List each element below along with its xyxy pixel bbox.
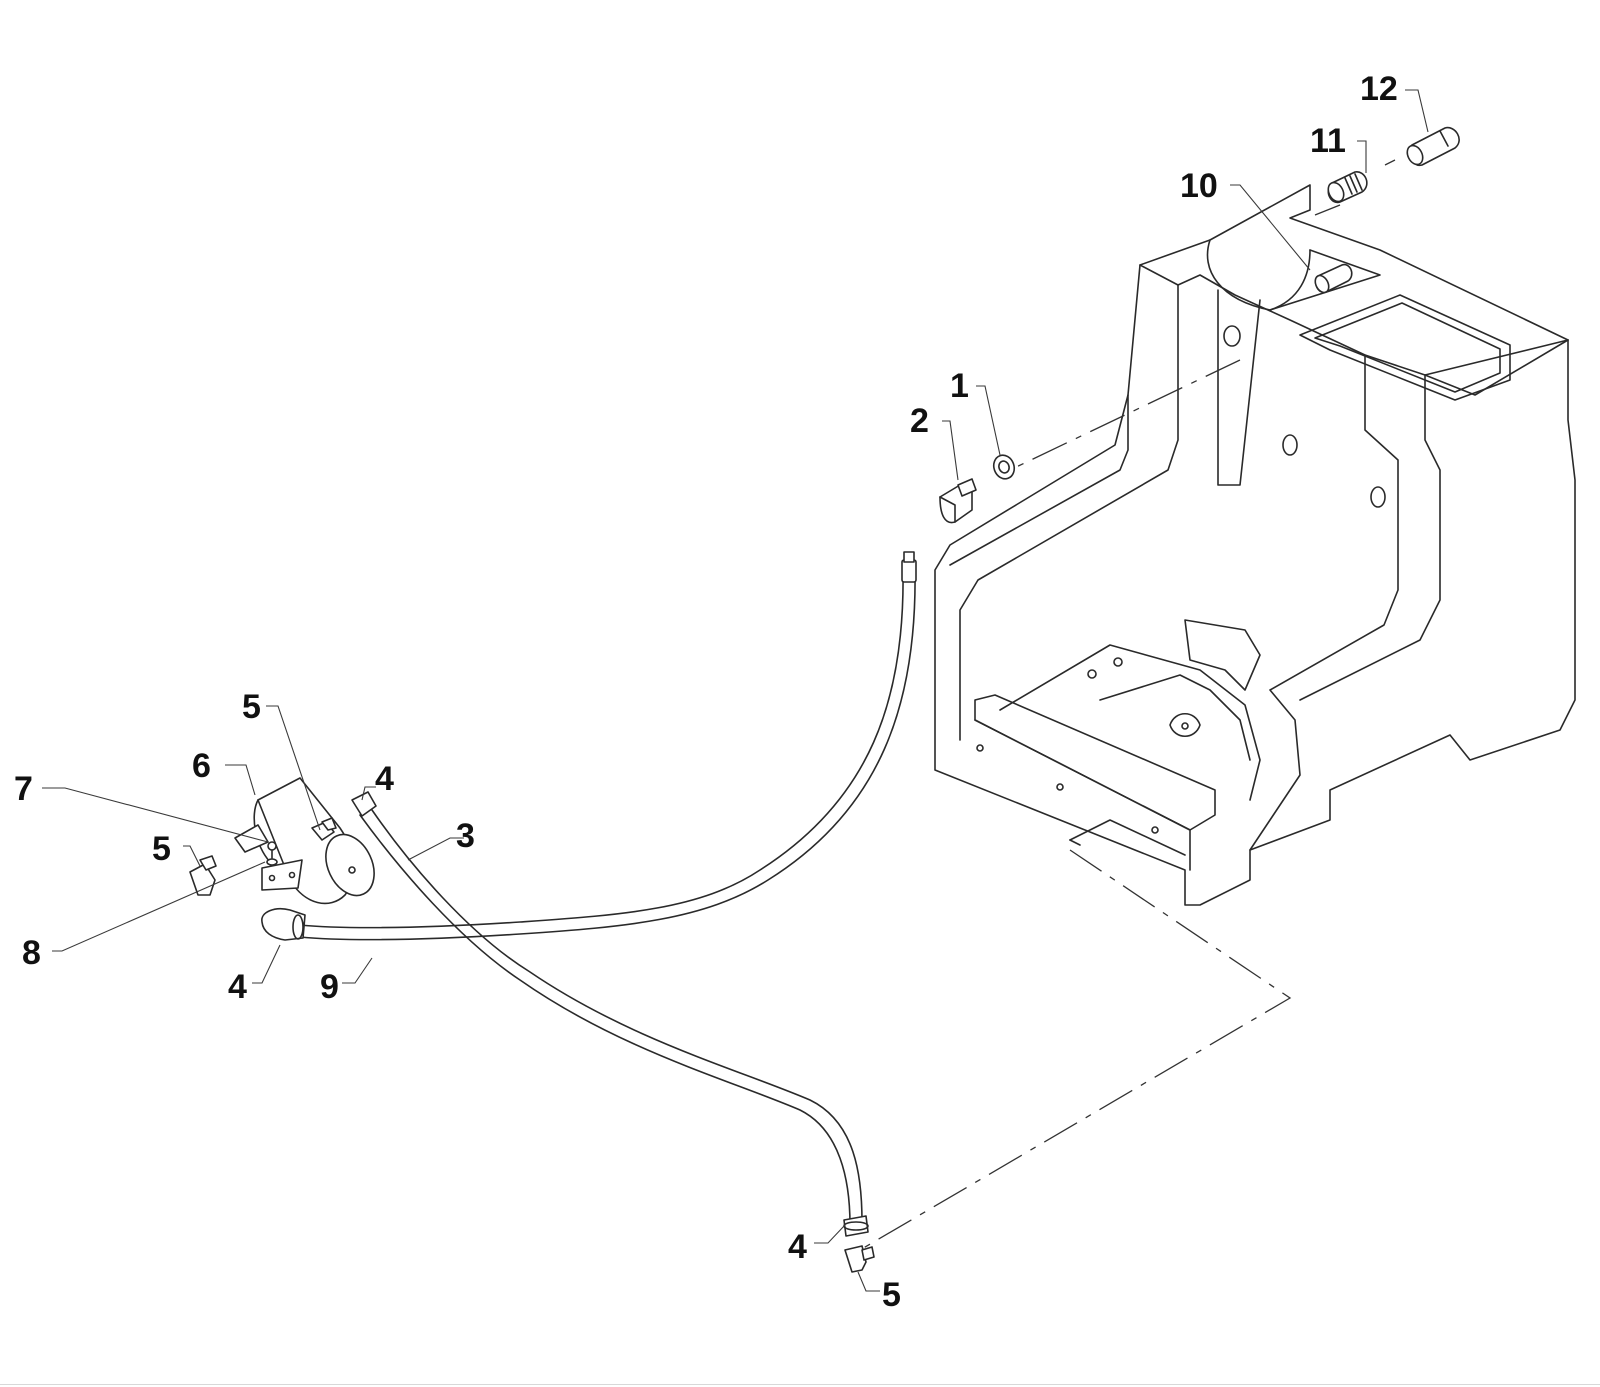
machine-base bbox=[934, 184, 1576, 906]
pipe-fitting-10 bbox=[1314, 263, 1353, 294]
nozzle-fitting-12 bbox=[1406, 126, 1460, 167]
elbow-fitting-5-bottom bbox=[844, 1245, 875, 1273]
callout-9: 9 bbox=[320, 968, 339, 1006]
callout-labels: 12 11 10 1 2 5 6 7 4 3 5 8 4 9 4 5 bbox=[14, 70, 1398, 1314]
callout-4-bottom: 4 bbox=[788, 1228, 807, 1266]
adapter-fitting-11 bbox=[1327, 171, 1368, 204]
callout-6: 6 bbox=[192, 747, 211, 785]
elbow-fitting-2 bbox=[939, 478, 977, 524]
hose-clamp-4-top bbox=[351, 791, 377, 817]
callout-5-left: 5 bbox=[152, 830, 171, 868]
callout-7: 7 bbox=[14, 770, 33, 808]
callout-4-top: 4 bbox=[375, 760, 394, 798]
leader-lines bbox=[42, 89, 1429, 1292]
assembly-lines bbox=[859, 159, 1396, 1251]
callout-1: 1 bbox=[950, 367, 969, 405]
callout-8: 8 bbox=[22, 934, 41, 972]
callout-10: 10 bbox=[1180, 167, 1218, 205]
callout-3: 3 bbox=[456, 817, 475, 855]
callout-11: 11 bbox=[1310, 122, 1346, 160]
callout-4-left: 4 bbox=[228, 968, 247, 1006]
callout-5-bottom: 5 bbox=[882, 1276, 901, 1314]
callout-2: 2 bbox=[910, 402, 929, 440]
elbow-fitting-5-top bbox=[311, 817, 337, 841]
hose-3 bbox=[359, 809, 863, 1226]
washer-1 bbox=[992, 454, 1016, 480]
screw-7 bbox=[267, 841, 277, 859]
hose-9 bbox=[299, 551, 917, 941]
washer-8 bbox=[266, 858, 278, 866]
hose-clamp-4-bottom bbox=[843, 1215, 869, 1237]
callout-5-top: 5 bbox=[242, 688, 261, 726]
callout-12: 12 bbox=[1360, 70, 1398, 108]
hose-clamp-4-left bbox=[261, 907, 306, 941]
bottom-divider bbox=[0, 1384, 1600, 1385]
pump-6 bbox=[234, 777, 375, 905]
